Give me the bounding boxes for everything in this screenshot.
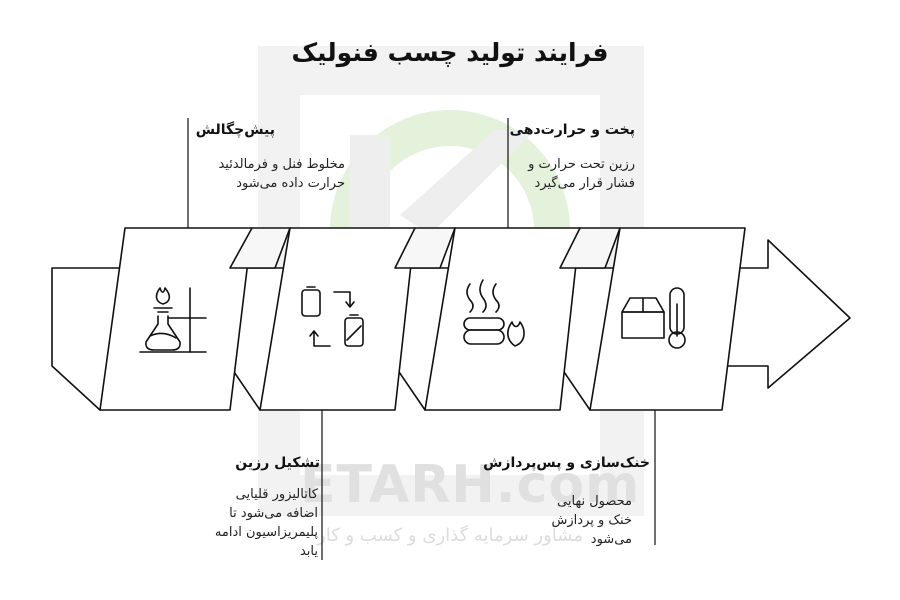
- watermark-brand: ETARH.com: [300, 455, 641, 515]
- step-1-desc-line: حرارت داده می‌شود: [236, 176, 345, 191]
- step-2-desc: کاتالیزور قلیایی اضافه می‌شود تا پلیمریز…: [180, 485, 318, 561]
- step-3-desc: رزین تحت حرارت و فشار قرار می‌گیرد: [480, 155, 635, 193]
- watermark-tagline: مشاور سرمایه گذاری و کسب و کار: [317, 525, 583, 546]
- step-4-title: خنک‌سازی و پس‌پردازش: [483, 455, 650, 471]
- panel-3: [589, 227, 746, 411]
- step-4-desc-line: محصول نهایی: [557, 494, 632, 509]
- top-fold-3: [559, 227, 621, 269]
- step-2-desc-line: کاتالیزور قلیایی: [235, 487, 318, 502]
- step-3-desc-line: فشار قرار می‌گیرد: [534, 176, 635, 191]
- step-4-desc-line: می‌شود: [590, 532, 632, 547]
- step-1-desc: مخلوط فنل و فرمالدئید حرارت داده می‌شود: [130, 155, 345, 193]
- page-title: فرایند تولید چسب فنولیک: [291, 38, 609, 67]
- step-2-desc-line: اضافه می‌شود تا: [229, 506, 318, 521]
- step-4-desc: محصول نهایی خنک و پردازش می‌شود: [520, 492, 632, 549]
- step-3-desc-line: رزین تحت حرارت و: [528, 157, 635, 172]
- step-1-desc-line: مخلوط فنل و فرمالدئید: [218, 157, 345, 172]
- flask-burner-icon: [139, 287, 207, 353]
- top-fold-2: [394, 227, 456, 269]
- step-4-desc-line: خنک و پردازش: [551, 513, 632, 528]
- panel-0: [99, 227, 253, 411]
- box-thermometer-icon: [621, 287, 686, 349]
- battery-cycle-icon: [301, 286, 364, 347]
- steam-heat-icon: [463, 279, 525, 347]
- step-2-desc-line: پلیمریزاسیون ادامه: [214, 525, 318, 540]
- step-3-title: پخت و حرارت‌دهی: [509, 122, 635, 138]
- step-2-title: تشکیل رزین: [235, 455, 320, 471]
- step-2-desc-line: یابد: [299, 544, 318, 559]
- top-fold-1: [229, 227, 291, 269]
- step-1-title: پیش‌چگالش: [195, 122, 275, 138]
- panel-1: [259, 227, 416, 411]
